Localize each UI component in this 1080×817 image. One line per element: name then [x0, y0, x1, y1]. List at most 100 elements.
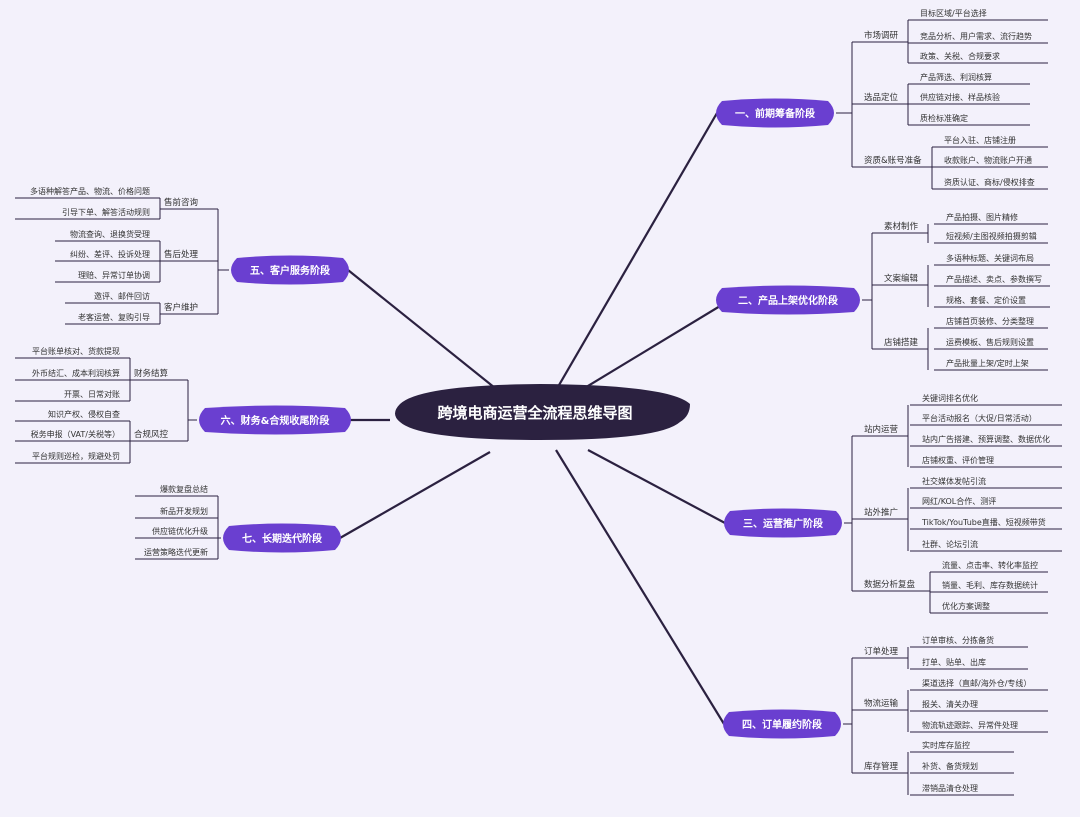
stage-6-shape — [199, 405, 351, 435]
stage-6-group-2-item-3: 平台规则巡检，规避处罚 — [32, 451, 120, 461]
stage-5-group-1-item-2: 引导下单、解答活动规则 — [62, 207, 150, 217]
stage-4-group-1-item-2: 打单、贴单、出库 — [922, 657, 986, 667]
stage-6-group-1-label: 财务结算 — [134, 368, 169, 379]
stage-1-group-2-item-3: 质检标准确定 — [920, 113, 968, 123]
stage-7-group-1-item-4: 运营策略迭代更新 — [144, 547, 208, 557]
stage-3-group-2-label: 站外推广 — [864, 507, 898, 518]
stage-2-group-1-item-2: 短视频/主图视频拍摄剪辑 — [946, 231, 1037, 241]
stage-7-group-1-item-1: 爆款复盘总结 — [160, 484, 208, 494]
stage-1-group-2-item-2: 供应链对接、样品核验 — [920, 92, 1000, 102]
stage-3-shape — [724, 508, 842, 538]
stage-3-group-2-item-2: 网红/KOL合作、测评 — [922, 496, 996, 506]
stage-3-group-1-item-3: 站内广告搭建、预算调整、数据优化 — [922, 434, 1050, 444]
stage-4-shape — [723, 709, 841, 739]
stage-2-link — [577, 299, 731, 393]
stage-3-group-1-item-1: 关键词排名优化 — [922, 393, 978, 403]
stage-1-group-2-item-1: 产品筛选、利润核算 — [920, 72, 992, 82]
stage-5-group-2-item-3: 理赔、异常订单协调 — [78, 270, 150, 280]
stage-1-group-1-label: 市场调研 — [864, 30, 899, 41]
stage-6-node: 六、财务&合规收尾阶段 — [199, 405, 351, 435]
center-node: 跨境电商运营全流程思维导图 — [395, 384, 690, 440]
stage-1-shape — [716, 98, 834, 128]
stage-4-group-2-item-3: 物流轨迹跟踪、异常件处理 — [922, 720, 1018, 730]
stage-5-group-1-item-1: 多语种解答产品、物流、价格问题 — [30, 186, 150, 196]
stage-4-group-3-item-2: 补货、备货规划 — [922, 761, 978, 771]
stage-3-group-1-item-2: 平台活动报名（大促/日常活动） — [922, 413, 1037, 423]
stage-2-node: 二、产品上架优化阶段 — [716, 285, 860, 315]
stage-5-node: 五、客户服务阶段 — [231, 255, 349, 285]
stage-7-group-1-item-3: 供应链优化升级 — [152, 526, 208, 536]
stage-7-title: 七、长期迭代阶段 — [242, 532, 322, 545]
stage-4-title: 四、订单履约阶段 — [742, 718, 822, 731]
center-title: 跨境电商运营全流程思维导图 — [437, 404, 632, 422]
stage-6-group-2-item-1: 知识产权、侵权自查 — [48, 409, 120, 419]
stage-1-group-1-item-1: 目标区域/平台选择 — [920, 8, 987, 18]
stage-3-group-3-label: 数据分析复盘 — [864, 579, 916, 590]
branch-connectors — [15, 19, 1062, 796]
stage-1-group-2-label: 选品定位 — [864, 92, 899, 103]
stage-2-group-1-label: 素材制作 — [884, 221, 919, 232]
stage-3-group-3-item-2: 销量、毛利、库存数据统计 — [942, 580, 1038, 590]
stage-1-group-1-item-3: 政策、关税、合规要求 — [920, 51, 1000, 61]
stage-1-group-3-item-2: 收款账户、物流账户开通 — [944, 155, 1032, 165]
stage-6-group-1-item-1: 平台账单核对、货款提现 — [32, 346, 120, 356]
stage-1-group-3-item-1: 平台入驻、店铺注册 — [944, 135, 1016, 145]
stage-7-group-1-item-2: 新品开发规划 — [160, 506, 208, 516]
stage-2-group-2-label: 文案编辑 — [884, 273, 919, 284]
stage-5-group-1-label: 售前咨询 — [164, 197, 198, 208]
stage-5-group-2-label: 售后处理 — [164, 249, 199, 260]
stage-1-group-3-label: 资质&账号准备 — [864, 155, 922, 166]
stage-5-group-2-item-2: 纠纷、差评、投诉处理 — [70, 249, 150, 259]
stage-4-group-2-label: 物流运输 — [864, 698, 899, 709]
stage-4-group-3-item-3: 滞销品清仓处理 — [922, 783, 978, 793]
stage-2-title: 二、产品上架优化阶段 — [738, 294, 838, 307]
stage-3-group-1-item-4: 店铺权重、评价管理 — [922, 455, 994, 465]
stage-1-title: 一、前期筹备阶段 — [735, 107, 815, 120]
stage-4-group-3-item-1: 实时库存监控 — [922, 740, 970, 750]
stage-2-group-2-item-2: 产品描述、卖点、参数撰写 — [946, 274, 1042, 284]
stage-2-group-2-item-3: 规格、套餐、定价设置 — [946, 295, 1026, 305]
stage-6-title: 六、财务&合规收尾阶段 — [221, 414, 330, 427]
stage-4-link — [555, 449, 725, 725]
stage-2-shape — [716, 285, 860, 315]
stage-2-group-1-item-1: 产品拍摄、图片精修 — [946, 212, 1018, 222]
stage-7-node: 七、长期迭代阶段 — [223, 523, 341, 553]
stage-5-group-3-item-2: 老客运营、复购引导 — [78, 312, 150, 322]
stage-2-group-2-item-1: 多语种标题、关键词布局 — [946, 253, 1034, 263]
stage-5-link — [347, 269, 501, 393]
stage-3-group-3-item-1: 流量、点击率、转化率监控 — [942, 560, 1038, 570]
center-node-shape — [395, 384, 690, 440]
stage-4-node: 四、订单履约阶段 — [723, 709, 841, 739]
stage-2-group-3-item-3: 产品批量上架/定时上架 — [946, 358, 1029, 368]
stage-1-node: 一、前期筹备阶段 — [716, 98, 834, 128]
stage-1-group-3-item-3: 资质认证、商标/侵权排查 — [944, 177, 1035, 187]
stage-6-group-1-item-3: 开票、日常对账 — [64, 389, 120, 399]
stage-3-title: 三、运营推广阶段 — [743, 517, 823, 530]
stage-1-group-1-item-2: 竞品分析、用户需求、流行趋势 — [920, 31, 1032, 41]
stage-2-group-3-label: 店铺搭建 — [884, 337, 919, 348]
stage-2-group-3-item-1: 店铺首页装修、分类整理 — [946, 316, 1034, 326]
stage-4-group-1-item-1: 订单审核、分拣备货 — [922, 635, 994, 645]
stage-5-title: 五、客户服务阶段 — [250, 264, 330, 277]
stage-3-group-2-item-3: TikTok/YouTube直播、短视频带货 — [921, 517, 1046, 527]
stage-6-group-1-item-2: 外币结汇、成本利润核算 — [32, 368, 120, 378]
stage-2-group-3-item-2: 运费模板、售后规则设置 — [946, 337, 1034, 347]
stage-3-group-1-label: 站内运营 — [864, 424, 898, 435]
stage-3-node: 三、运营推广阶段 — [724, 508, 842, 538]
stage-5-group-2-item-1: 物流查询、退换货受理 — [70, 229, 150, 239]
stage-5-shape — [231, 255, 349, 285]
stage-6-group-2-item-2: 税务申报（VAT/关税等） — [31, 429, 120, 439]
stage-3-group-2-item-4: 社群、论坛引流 — [922, 539, 978, 549]
stage-4-group-2-item-1: 渠道选择（直邮/海外仓/专线） — [922, 678, 1031, 688]
stage-7-link — [339, 451, 491, 539]
stage-3-link — [587, 449, 726, 524]
stage-4-group-1-label: 订单处理 — [864, 646, 899, 657]
stage-4-group-2-item-2: 报关、清关办理 — [922, 699, 978, 709]
stage-1-link — [554, 112, 718, 393]
stage-3-group-3-item-3: 优化方案调整 — [942, 601, 990, 611]
stage-6-group-2-label: 合规风控 — [134, 429, 169, 440]
stage-3-group-2-item-1: 社交媒体发帖引流 — [922, 476, 986, 486]
stage-4-group-3-label: 库存管理 — [864, 761, 899, 772]
stage-7-shape — [223, 523, 341, 553]
